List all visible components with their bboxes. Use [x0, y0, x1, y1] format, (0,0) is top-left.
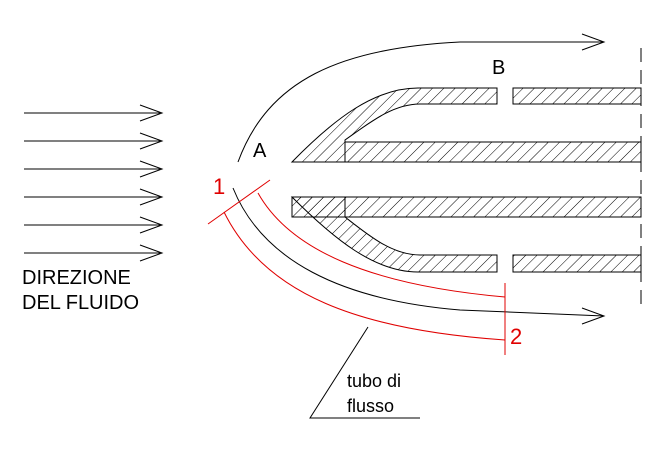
flow-direction-label-line1: DIREZIONE [22, 267, 131, 289]
flow-tube [207, 179, 506, 355]
flow-tube-upper-boundary [257, 192, 506, 298]
section-1-label: 1 [213, 174, 225, 199]
flow-tube-label-line1: tubo di [347, 371, 401, 391]
flow-tube-leader [309, 326, 420, 419]
point-a-label: A [253, 140, 267, 162]
outer-wall-upper-right [512, 87, 642, 105]
inner-tube-upper [344, 141, 642, 163]
incoming-flow-arrows [24, 104, 164, 262]
outer-wall-upper [290, 87, 498, 163]
flow-arrow [24, 104, 164, 122]
flow-direction-label-line2: DEL FLUIDO [22, 292, 139, 314]
flow-arrow [24, 132, 164, 150]
section-1-line [207, 179, 271, 225]
section-2-label: 2 [510, 324, 522, 349]
outer-wall-lower-right [512, 254, 642, 273]
lower-streamline [232, 187, 606, 325]
flow-arrow [24, 188, 164, 206]
outer-wall-lower [290, 196, 498, 273]
flow-tube-lower-boundary [223, 211, 506, 341]
flow-arrow [24, 244, 164, 262]
flow-tube-label-line2: flusso [347, 396, 394, 416]
upper-streamline [237, 33, 606, 163]
flow-arrow [24, 160, 164, 178]
flow-arrow [24, 216, 164, 234]
point-b-label: B [492, 57, 505, 79]
